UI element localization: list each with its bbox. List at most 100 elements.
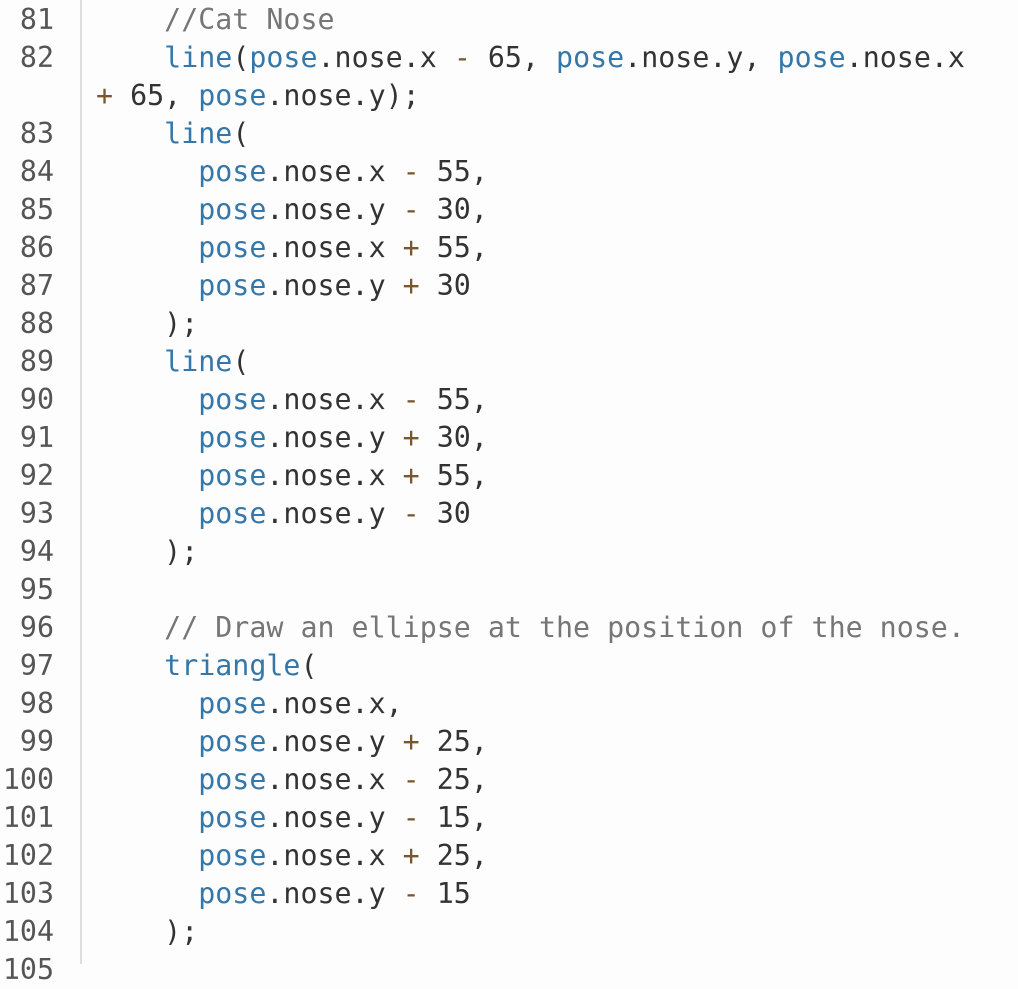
- code-text: );: [96, 305, 198, 343]
- text-token: [96, 611, 164, 644]
- code-line[interactable]: 83 line(: [0, 115, 1018, 153]
- operator-token: -: [402, 193, 420, 226]
- code-line[interactable]: 85 pose.nose.y - 30,: [0, 191, 1018, 229]
- code-line[interactable]: 97 triangle(: [0, 647, 1018, 685]
- identifier-token: pose: [198, 459, 267, 492]
- text-token: );: [96, 535, 199, 568]
- text-token: [96, 41, 164, 74]
- code-text: pose.nose.x + 25,: [96, 837, 488, 875]
- text-token: );: [96, 915, 199, 948]
- code-line[interactable]: 88 );: [0, 305, 1018, 343]
- code-line[interactable]: 92 pose.nose.x + 55,: [0, 457, 1018, 495]
- line-number: 103: [2, 877, 54, 910]
- code-line[interactable]: 102 pose.nose.x + 25,: [0, 837, 1018, 875]
- operator-token: +: [402, 839, 420, 872]
- text-token: .nose.x,: [266, 687, 403, 720]
- text-token: [96, 649, 164, 682]
- text-token: (: [232, 117, 250, 150]
- operator-token: +: [402, 231, 420, 264]
- text-token: [96, 687, 198, 720]
- text-token: .nose.y: [266, 801, 403, 834]
- code-line[interactable]: 99 pose.nose.y + 25,: [0, 723, 1018, 761]
- code-line[interactable]: 86 pose.nose.x + 55,: [0, 229, 1018, 267]
- text-token: [96, 421, 198, 454]
- code-line[interactable]: 81 //Cat Nose: [0, 1, 1018, 39]
- identifier-token: pose: [198, 421, 267, 454]
- line-number: 89: [19, 345, 54, 378]
- text-token: 30: [419, 269, 471, 302]
- text-token: 65,: [470, 41, 557, 74]
- code-line[interactable]: 101 pose.nose.y - 15,: [0, 799, 1018, 837]
- identifier-token: pose: [198, 231, 267, 264]
- text-token: 15,: [419, 801, 488, 834]
- code-line[interactable]: 98 pose.nose.x,: [0, 685, 1018, 723]
- text-token: [96, 839, 198, 872]
- code-line[interactable]: 90 pose.nose.x - 55,: [0, 381, 1018, 419]
- identifier-token: line: [164, 41, 233, 74]
- identifier-token: pose: [198, 763, 267, 796]
- identifier-token: pose: [556, 41, 625, 74]
- text-token: 30,: [419, 421, 488, 454]
- text-token: [96, 383, 198, 416]
- code-line[interactable]: 84 pose.nose.x - 55,: [0, 153, 1018, 191]
- identifier-token: pose: [198, 725, 267, 758]
- code-text: pose.nose.y - 15,: [96, 799, 488, 837]
- operator-token: -: [402, 763, 420, 796]
- identifier-token: line: [164, 117, 233, 150]
- code-line[interactable]: 93 pose.nose.y - 30: [0, 495, 1018, 533]
- text-token: 30: [419, 497, 471, 530]
- code-line[interactable]: 82 line(pose.nose.x - 65, pose.nose.y, p…: [0, 39, 1018, 77]
- code-text: pose.nose.x + 55,: [96, 229, 488, 267]
- text-token: );: [96, 307, 199, 340]
- code-line[interactable]: 95: [0, 571, 1018, 609]
- gutter-divider: [80, 0, 82, 964]
- line-number: 93: [19, 497, 54, 530]
- text-token: .nose.y: [266, 877, 403, 910]
- code-text: pose.nose.y - 15: [96, 875, 471, 913]
- text-token: 55,: [419, 383, 488, 416]
- operator-token: -: [402, 155, 420, 188]
- code-line[interactable]: + 65, pose.nose.y);: [0, 77, 1018, 115]
- code-line[interactable]: 89 line(: [0, 343, 1018, 381]
- identifier-token: pose: [198, 269, 267, 302]
- line-number: 92: [19, 459, 54, 492]
- line-number: 81: [19, 3, 54, 36]
- code-text: pose.nose.y + 30,: [96, 419, 488, 457]
- operator-token: +: [96, 79, 114, 112]
- operator-token: +: [402, 269, 420, 302]
- line-number: 105: [2, 953, 54, 986]
- line-number: 94: [19, 535, 54, 568]
- line-number: 83: [19, 117, 54, 150]
- text-token: (: [232, 41, 250, 74]
- code-line[interactable]: 91 pose.nose.y + 30,: [0, 419, 1018, 457]
- code-line[interactable]: 94 );: [0, 533, 1018, 571]
- code-line[interactable]: 103 pose.nose.y - 15: [0, 875, 1018, 913]
- text-token: .nose.y);: [266, 79, 420, 112]
- text-token: [96, 877, 198, 910]
- code-text: pose.nose.y + 30: [96, 267, 471, 305]
- operator-token: -: [402, 383, 420, 416]
- text-token: [96, 117, 164, 150]
- operator-token: -: [402, 877, 420, 910]
- code-text: pose.nose.x - 55,: [96, 153, 488, 191]
- text-token: [96, 3, 164, 36]
- code-line[interactable]: 96 // Draw an ellipse at the position of…: [0, 609, 1018, 647]
- text-token: 65,: [113, 79, 199, 112]
- code-line[interactable]: 105: [0, 951, 1018, 989]
- code-text: pose.nose.y - 30: [96, 495, 471, 533]
- code-line[interactable]: 100 pose.nose.x - 25,: [0, 761, 1018, 799]
- identifier-token: pose: [198, 687, 267, 720]
- code-line[interactable]: 87 pose.nose.y + 30: [0, 267, 1018, 305]
- line-number: 97: [19, 649, 54, 682]
- line-number: 96: [19, 611, 54, 644]
- identifier-token: pose: [198, 801, 267, 834]
- text-token: [96, 155, 198, 188]
- code-text: pose.nose.y + 25,: [96, 723, 488, 761]
- code-text: pose.nose.x + 55,: [96, 457, 488, 495]
- text-token: .nose.x: [845, 41, 965, 74]
- code-line[interactable]: 104 );: [0, 913, 1018, 951]
- text-token: 15: [419, 877, 471, 910]
- line-number: 95: [19, 573, 54, 606]
- line-number: 82: [19, 41, 54, 74]
